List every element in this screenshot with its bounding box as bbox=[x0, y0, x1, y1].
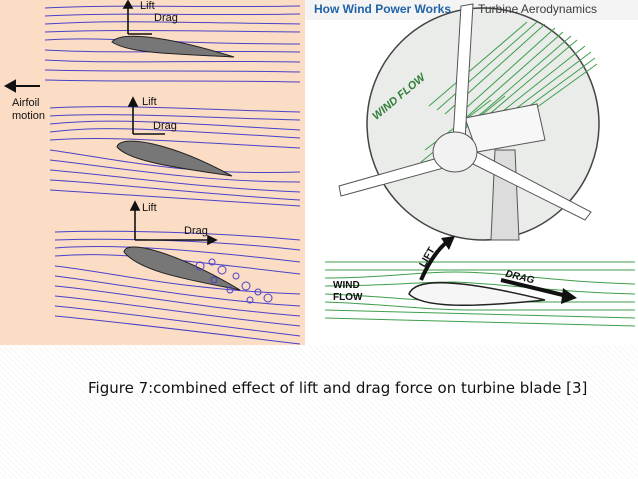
drag-label-bottom: Drag bbox=[184, 225, 208, 237]
wind-flow-label-line2: FLOW bbox=[333, 292, 363, 303]
airfoil-top bbox=[111, 35, 235, 58]
lift-label-bottom: Lift bbox=[142, 202, 157, 214]
airfoil-streamline-diagram: Lift Drag Airfoil motion Lift Drag Lift … bbox=[0, 0, 305, 345]
header-title: How Wind Power Works bbox=[314, 2, 452, 16]
force-arrows-top bbox=[122, 0, 152, 35]
drag-arrow bbox=[500, 278, 577, 304]
streamlines-middle bbox=[49, 106, 301, 207]
drag-label-top: Drag bbox=[154, 12, 178, 24]
drag-label-middle: Drag bbox=[153, 120, 177, 132]
turbine-hub bbox=[432, 131, 478, 173]
figure-caption: Figure 7:combined effect of lift and dra… bbox=[88, 379, 588, 397]
turbine-aerodynamics-diagram: How Wind Power Works Turbine Aerodynamic… bbox=[305, 0, 638, 345]
lift-label-top: Lift bbox=[140, 0, 155, 12]
streamlines-bottom bbox=[54, 230, 301, 345]
wind-flow-label-line1: WIND bbox=[333, 280, 360, 291]
airfoil-motion-label-line2: motion bbox=[12, 110, 46, 122]
turbine-aerodynamics-svg bbox=[305, 0, 638, 327]
airfoil-motion-label-line1: Airfoil bbox=[12, 97, 40, 109]
lift-label-middle: Lift bbox=[142, 96, 157, 108]
turbine-airfoil bbox=[408, 281, 546, 306]
turbulence-eddies bbox=[195, 258, 273, 304]
airfoil-middle bbox=[116, 140, 233, 177]
lift-arrow bbox=[419, 236, 455, 281]
header-subtitle: Turbine Aerodynamics bbox=[478, 2, 597, 16]
force-arrows-bottom bbox=[129, 200, 218, 246]
airfoil-streamlines-svg bbox=[3, 0, 301, 345]
force-arrows-middle bbox=[127, 96, 165, 135]
airfoil-motion-arrow bbox=[3, 79, 40, 93]
